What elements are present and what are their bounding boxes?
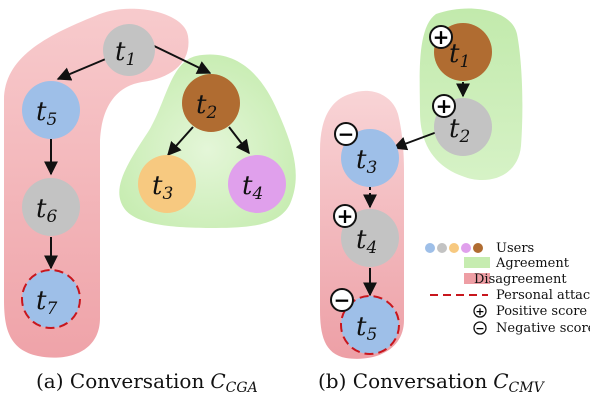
node-a-t7: t7	[21, 269, 81, 329]
svg-text:t4: t4	[356, 225, 377, 258]
legend-negative-icon: −	[473, 321, 487, 335]
positive-score-badge: +	[333, 204, 357, 228]
edge-a-t1-t5	[56, 57, 109, 81]
edge-b-t2-t3	[392, 131, 438, 151]
positive-score-badge: +	[432, 94, 456, 118]
edge-a-t2-t4	[228, 126, 250, 155]
svg-text:+: +	[436, 94, 453, 118]
legend-positive-label: Positive score	[496, 304, 587, 319]
negative-score-badge: −	[334, 122, 358, 146]
legend-negative-label: Negative score	[496, 321, 590, 336]
node-a-t1: t1	[103, 24, 155, 76]
legend-positive-icon: +	[473, 304, 487, 318]
svg-text:+: +	[433, 25, 450, 49]
svg-text:t1: t1	[115, 37, 136, 70]
legend-agreement-swatch	[464, 257, 490, 268]
node-a-t3: t3	[138, 155, 196, 213]
legend-agreement-label: Agreement	[495, 256, 570, 271]
edge-a-t2-t3	[167, 126, 194, 157]
svg-text:t5: t5	[36, 97, 57, 130]
svg-text:−: −	[334, 288, 351, 312]
svg-text:t2: t2	[449, 114, 470, 147]
node-a-t5: t5	[22, 81, 80, 139]
svg-text:t3: t3	[152, 171, 173, 204]
legend-disagreement-swatch	[464, 273, 490, 284]
svg-text:t6: t6	[36, 194, 57, 227]
svg-text:t5: t5	[356, 312, 377, 345]
legend-disagreement-label: Disagreement	[474, 272, 567, 287]
legend-attack-label: Personal attack	[496, 288, 590, 303]
legend: Users Agreement Disagreement Personal at…	[425, 241, 590, 336]
svg-text:+: +	[337, 204, 354, 228]
svg-text:+: +	[475, 305, 484, 318]
svg-text:t3: t3	[356, 145, 377, 178]
svg-text:−: −	[338, 122, 355, 146]
svg-text:t2: t2	[196, 90, 217, 123]
node-b-t5: t5	[340, 295, 400, 355]
negative-score-badge: −	[330, 288, 354, 312]
legend-user-dots	[425, 243, 483, 253]
positive-score-badge: +	[429, 25, 453, 49]
svg-text:−: −	[475, 322, 484, 335]
node-a-t6: t6	[22, 178, 80, 236]
svg-text:t1: t1	[449, 39, 470, 72]
node-b-t3: t3	[341, 129, 399, 187]
svg-text:t4: t4	[242, 171, 263, 204]
edge-a-t1-t2	[149, 43, 212, 74]
node-a-t4: t4	[228, 155, 286, 213]
node-a-t2: t2	[182, 74, 240, 132]
legend-users-label: Users	[496, 241, 534, 256]
svg-text:t7: t7	[36, 286, 57, 319]
node-b-t4: t4	[341, 209, 399, 267]
